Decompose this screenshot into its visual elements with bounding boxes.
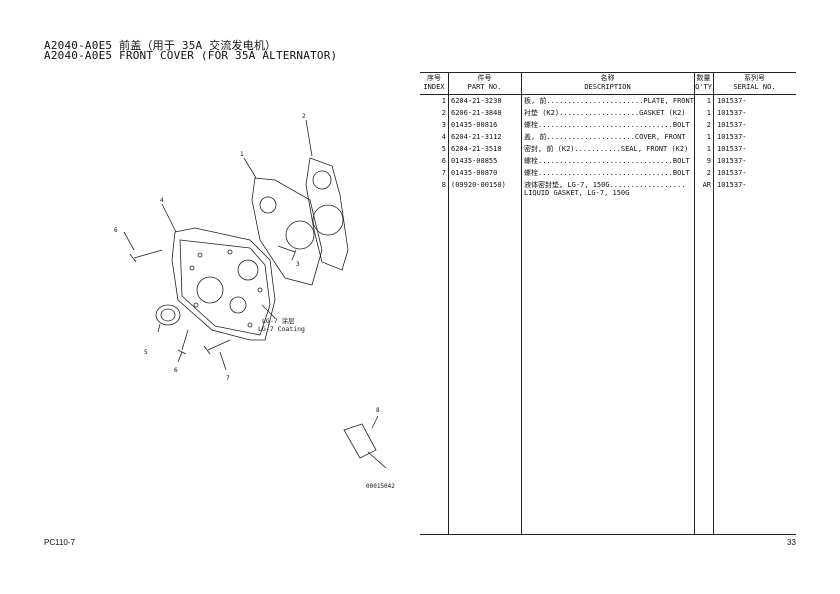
row8-description-line2: LIQUID GASKET, LG-7, 150G (524, 189, 630, 197)
callout-5: 5 (144, 349, 148, 356)
title-english: A2040-A0E5 FRONT COVER (FOR 35A ALTERNAT… (44, 49, 338, 62)
coating-label-en: LG-7 Coating (258, 325, 305, 333)
callout-8: 8 (376, 407, 380, 414)
bolt-6a (129, 249, 163, 263)
callout-1: 1 (240, 151, 244, 158)
title-chinese: A2040-A0E5 前盖（用于 35A 交流发电机） (44, 39, 277, 52)
coating-label-cn: LG-7 涂层 (262, 316, 295, 325)
page-number: 33 (787, 538, 796, 547)
seal-part (155, 304, 181, 326)
callout-6b: 6 (174, 367, 178, 374)
table-row: 8(09920-00150)液体密封垫, LG-7, 150G.........… (441, 181, 747, 189)
callout-6a: 6 (114, 227, 118, 234)
liquid-gasket-tube (343, 423, 377, 459)
gasket-part (305, 157, 349, 271)
bolt-3 (277, 245, 296, 253)
front-plate-part (251, 177, 323, 286)
model-label: PC110-7 (44, 538, 75, 547)
bolt-6b (177, 329, 189, 355)
front-cover-part (171, 227, 276, 341)
figure-code: 00015042 (366, 483, 395, 490)
bolt-7 (203, 339, 231, 355)
callout-7: 7 (226, 375, 230, 382)
callout-4: 4 (160, 197, 164, 204)
callout-3: 3 (296, 261, 300, 268)
callout-2: 2 (302, 113, 306, 120)
exploded-parts-diagram: 1 2 3 4 5 6 6 7 8 LG-7 涂层 LG-7 Coating 0… (114, 113, 395, 490)
